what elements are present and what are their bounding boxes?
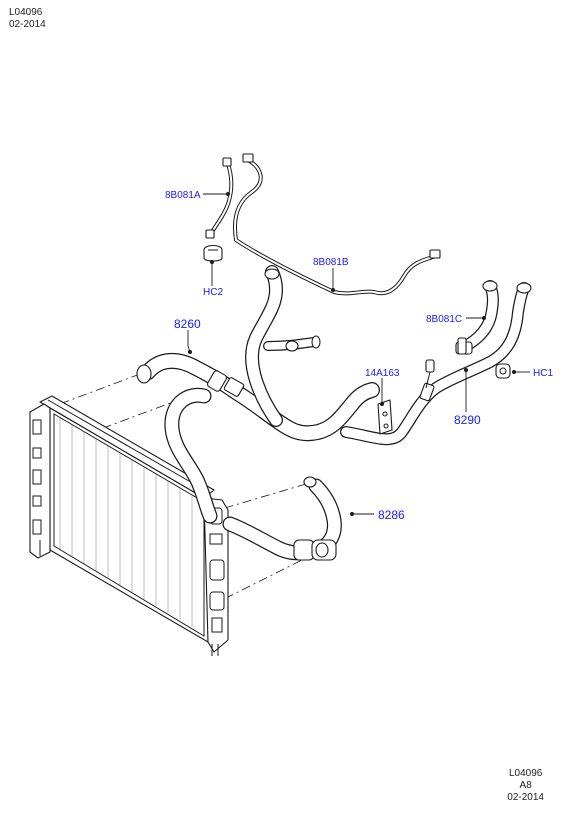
drawing-revision: A8 — [519, 780, 532, 791]
leader-lines — [187, 192, 530, 516]
label-hc2: HC2 — [203, 287, 223, 298]
hose-8260[interactable] — [136, 265, 380, 524]
label-8b081c: 8B081C — [426, 314, 462, 325]
label-8260: 8260 — [174, 317, 201, 331]
drawing-number-bottom: L04096 — [508, 768, 543, 779]
vent-tube-8b081a[interactable] — [205, 157, 234, 239]
label-8b081b: 8B081B — [313, 257, 349, 268]
vent-tube-8b081b[interactable] — [233, 153, 441, 296]
vent-tube-8b081c[interactable] — [425, 337, 467, 389]
drawing-date-bottom: 02-2014 — [507, 792, 544, 803]
hose-8286[interactable] — [222, 476, 342, 561]
radiator[interactable] — [29, 395, 229, 656]
label-8286: 8286 — [378, 508, 405, 522]
alignment-lines — [59, 373, 319, 599]
label-hc1: HC1 — [533, 368, 553, 379]
bracket-14a163[interactable] — [377, 399, 393, 435]
label-8290: 8290 — [454, 413, 481, 427]
drawing-number: L04096 — [9, 7, 43, 18]
hose-clamp-hc2[interactable] — [203, 244, 223, 262]
hose-clamp-hc1[interactable] — [495, 363, 511, 379]
hose-8290[interactable] — [340, 280, 532, 446]
drawing-stamp-top: L04096 02-2014 — [9, 7, 46, 31]
drawing-stamp-bottom: L04096 A8 02-2014 — [507, 768, 544, 804]
drawing-date: 02-2014 — [9, 19, 46, 30]
label-14a163: 14A163 — [365, 368, 400, 379]
label-8b081a: 8B081A — [165, 190, 201, 201]
